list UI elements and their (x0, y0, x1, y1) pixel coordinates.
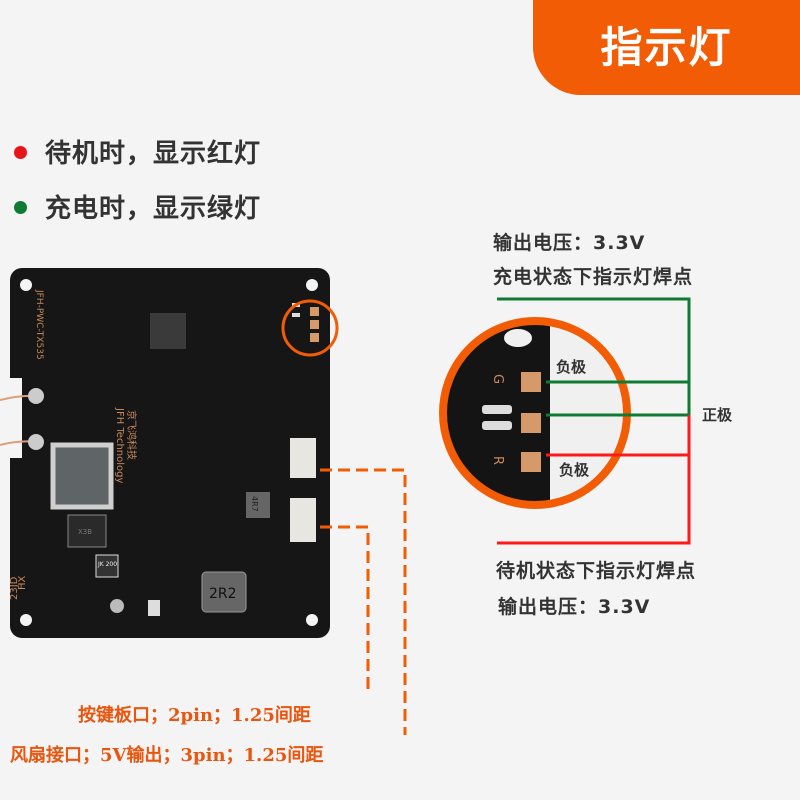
indicator-highlight-circle (281, 299, 339, 357)
standby-voltage: 输出电压：3.3V (498, 596, 651, 618)
legend-charging: 充电时，显示绿灯 (45, 194, 262, 224)
board-brand-en-text: JFH Technology (114, 407, 125, 483)
diode-label: X3B (78, 528, 92, 536)
negative-label-bottom: 负极 (559, 461, 590, 479)
fan-port-label: 风扇接口；5V输出；3pin；1.25间距 (10, 745, 324, 766)
pcb-board: JFH-PWC-TX535 JFH Technology 京飞鸿科技 HX 23… (0, 268, 339, 638)
button-port-leader (320, 525, 370, 695)
header-tab (533, 0, 800, 95)
board-code1-text: HX (17, 575, 28, 590)
charging-wires (497, 297, 691, 417)
charging-label: 充电状态下指示灯焊点 (493, 266, 694, 288)
negative-label-top: 负极 (556, 358, 587, 376)
positive-label: 正极 (702, 406, 733, 424)
page-title: 指示灯 (600, 23, 733, 72)
green-dot-icon (14, 201, 27, 214)
fan-port-leader (320, 468, 407, 735)
board-model-text: JFH-PWC-TX535 (34, 289, 44, 360)
inductor2-label: 4R7 (250, 496, 259, 512)
standby-wires (497, 415, 691, 545)
charging-voltage: 输出电压：3.3V (493, 232, 646, 254)
standby-label: 待机状态下指示灯焊点 (496, 560, 697, 582)
board-brand-cn-text: 京飞鸿科技 (125, 410, 138, 460)
legend-standby: 待机时，显示红灯 (45, 139, 262, 169)
pad-r-label: R (490, 456, 505, 465)
inductor-label: 2R2 (209, 586, 237, 602)
chip-label: JK 200 (97, 561, 117, 568)
button-port-label: 按键板口；2pin；1.25间距 (78, 705, 311, 726)
board-code2-text: 23JD (9, 576, 20, 600)
pad-g-label: G (490, 374, 505, 384)
red-dot-icon (14, 146, 27, 159)
